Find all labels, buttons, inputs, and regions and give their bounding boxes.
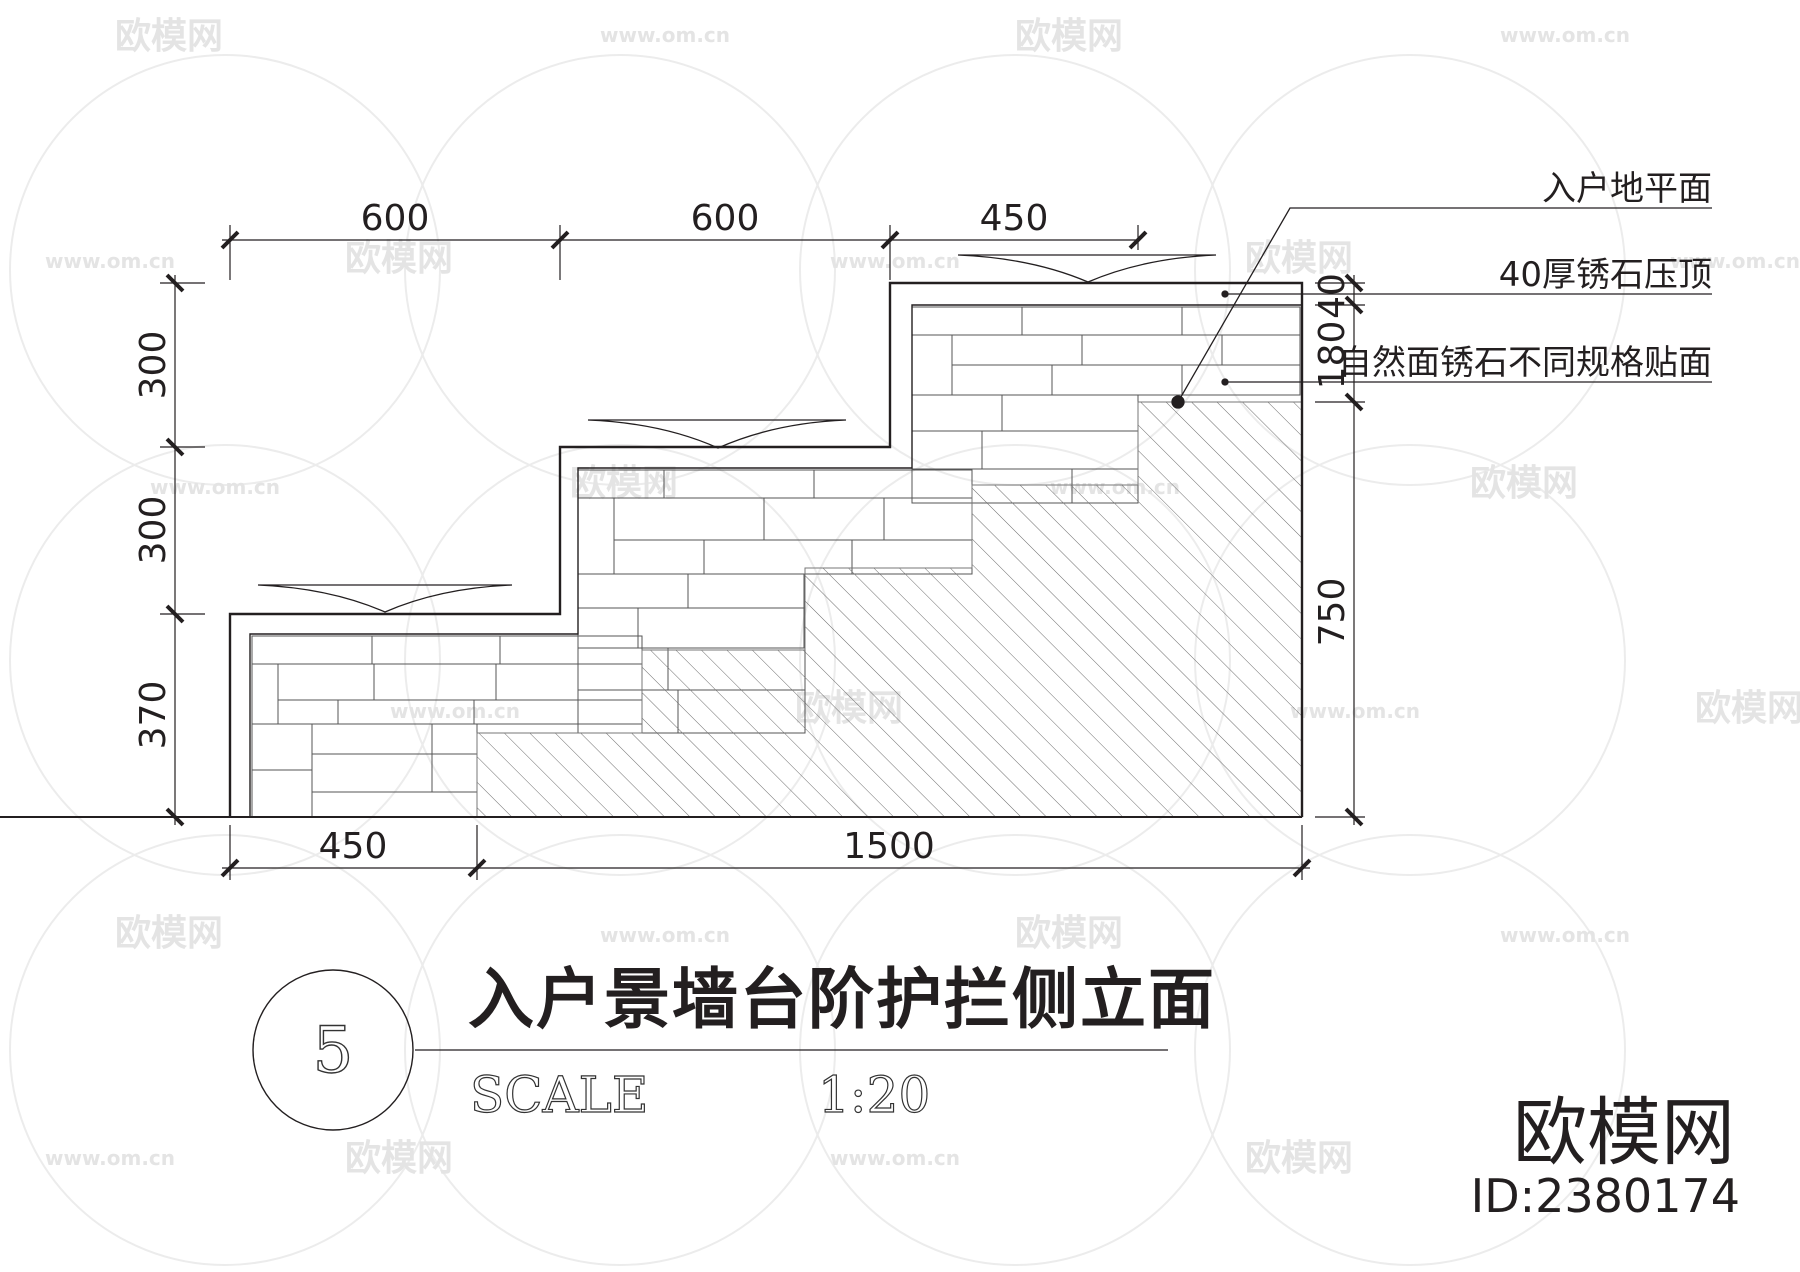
callout-entry-floor: 入户地平面 <box>1542 169 1712 209</box>
stone-block <box>251 663 279 725</box>
stone-block <box>687 573 805 609</box>
stone-block <box>577 573 689 609</box>
scale-label: SCALE <box>470 1066 648 1124</box>
stone-block <box>311 723 433 755</box>
dim-bottom-2: 1500 <box>843 826 935 867</box>
stone-block <box>311 753 433 793</box>
watermark-url: www.om.cn <box>1500 923 1630 947</box>
watermark-url: www.om.cn <box>390 699 520 723</box>
stone-block <box>1001 394 1139 432</box>
stone-block <box>637 607 805 649</box>
watermark-logo: 欧模网 <box>1245 238 1353 279</box>
planter-bowls <box>257 254 1217 613</box>
watermark-url: www.om.cn <box>1290 699 1420 723</box>
watermark-logo: 欧模网 <box>345 238 453 279</box>
stone-block <box>577 607 639 649</box>
watermark-circle <box>404 54 836 486</box>
step-outline-outer <box>228 281 1304 817</box>
watermark-logo: 欧模网 <box>1470 463 1578 504</box>
watermark-logo: 欧模网 <box>1015 913 1123 954</box>
stone-block <box>613 497 765 541</box>
scale-value: 1:20 <box>818 1066 930 1124</box>
watermark-url: www.om.cn <box>830 249 960 273</box>
watermark-url: www.om.cn <box>600 923 730 947</box>
stone-block <box>251 635 373 665</box>
stone-block <box>951 334 1083 366</box>
watermark-url: www.om.cn <box>1670 249 1800 273</box>
dimension-left <box>160 273 205 827</box>
stone-block <box>371 635 501 665</box>
watermark-url: www.om.cn <box>150 475 280 499</box>
stone-block <box>251 769 313 818</box>
dim-right-40: 40 <box>1312 273 1353 319</box>
stone-block <box>277 699 339 725</box>
watermark-url: www.om.cn <box>1500 23 1630 47</box>
dim-left-1: 300 <box>133 331 174 400</box>
stone-block <box>951 364 1053 396</box>
drawing-title: 入户景墙台阶护拦侧立面 <box>468 961 1216 1038</box>
stone-block <box>1081 334 1223 366</box>
stone-block <box>911 394 1003 432</box>
stone-block <box>1181 364 1301 396</box>
watermark-logo: 欧模网 <box>115 16 223 57</box>
watermark-circle <box>9 834 441 1266</box>
detail-number: 5 <box>313 1014 354 1088</box>
title-block <box>252 969 1168 1131</box>
stone-block <box>1021 306 1183 336</box>
stone-block <box>911 306 1023 336</box>
stone-block <box>613 539 705 575</box>
watermark-logo: 欧模网 <box>115 913 223 954</box>
callout-cladding: 自然面锈石不同规格贴面 <box>1338 343 1712 383</box>
stone-block <box>373 663 497 701</box>
dim-left-2: 300 <box>133 496 174 565</box>
dimension-right <box>1315 273 1365 827</box>
stone-block <box>1051 364 1183 396</box>
watermark-circle <box>1194 54 1626 486</box>
watermark-logo: 欧模网 <box>1695 688 1800 729</box>
dim-top-3: 450 <box>980 198 1049 239</box>
step-outline-inner <box>249 304 1302 817</box>
watermark-url: www.om.cn <box>45 1146 175 1170</box>
stone-block <box>499 635 643 665</box>
stone-block <box>251 723 313 771</box>
stone-block <box>277 663 375 701</box>
dim-bottom-1: 450 <box>319 826 388 867</box>
watermark-logo: 欧模网 <box>1245 1138 1353 1179</box>
callout-leaders <box>1171 207 1712 409</box>
dim-top-1: 600 <box>361 198 430 239</box>
watermark-circle <box>9 444 441 876</box>
dim-top-2: 600 <box>691 198 760 239</box>
watermark-logo: 欧模网 <box>345 1138 453 1179</box>
dim-left-3: 370 <box>133 681 174 750</box>
watermark-url: www.om.cn <box>830 1146 960 1170</box>
dimension-bottom <box>220 825 1312 880</box>
stone-block <box>1221 334 1301 366</box>
watermark-logo: 欧模网 <box>1015 16 1123 57</box>
watermark-circle <box>9 54 441 486</box>
stone-block <box>577 497 615 575</box>
dimension-top <box>220 225 1148 280</box>
stone-block <box>883 497 973 541</box>
stone-block <box>431 723 478 755</box>
stone-block <box>431 753 478 793</box>
model-id: ID:2380174 <box>1471 1169 1740 1223</box>
dim-right-180: 180 <box>1312 321 1353 390</box>
stone-block <box>911 334 953 396</box>
dim-right-750: 750 <box>1312 578 1353 647</box>
brand-logo-text: 欧模网 <box>1513 1090 1735 1176</box>
callout-coping: 40厚锈石压顶 <box>1499 255 1712 295</box>
stone-block <box>495 663 643 701</box>
watermark-url: www.om.cn <box>45 249 175 273</box>
watermark-url: www.om.cn <box>600 23 730 47</box>
watermark-circle <box>1194 834 1626 1266</box>
